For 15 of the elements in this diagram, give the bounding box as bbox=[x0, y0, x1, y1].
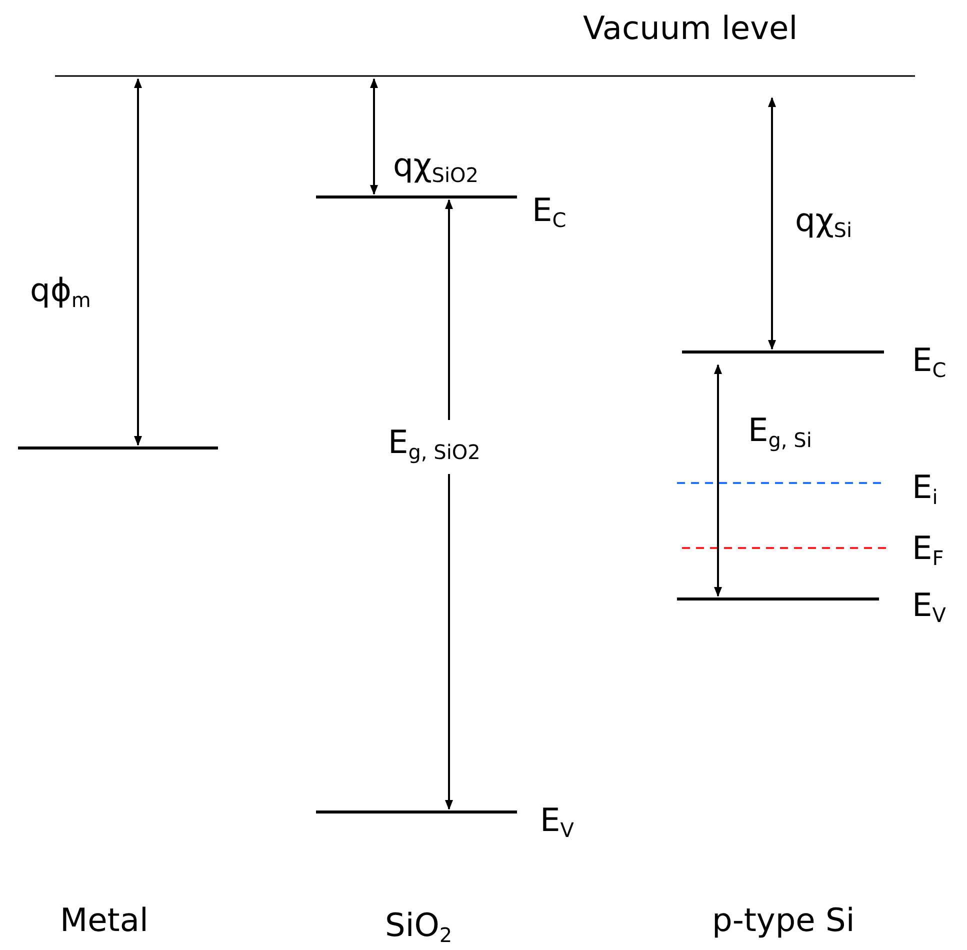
material-label: SiO$_{2}$ bbox=[385, 905, 452, 949]
level-label: Vacuum level bbox=[583, 8, 798, 48]
energy-label: qϕ$_{m}$ bbox=[30, 270, 91, 314]
energy-label: qχ$_{Si}$ bbox=[795, 200, 852, 244]
material-label: Metal bbox=[60, 900, 148, 940]
energy-label: E$_{g, SiO2}$ bbox=[388, 420, 480, 474]
level-label: E$_{i}$ bbox=[912, 467, 938, 511]
level-label: E$_{C}$ bbox=[532, 190, 566, 234]
energy-label: qχ$_{SiO2}$ bbox=[393, 145, 479, 189]
energy-label: E$_{g, Si}$ bbox=[748, 410, 812, 454]
level-label: E$_{C}$ bbox=[912, 340, 946, 384]
material-label: p-type Si bbox=[712, 900, 855, 940]
level-label: E$_{V}$ bbox=[540, 800, 574, 844]
level-label: E$_{V}$ bbox=[912, 585, 946, 629]
level-label: E$_{F}$ bbox=[912, 528, 944, 572]
